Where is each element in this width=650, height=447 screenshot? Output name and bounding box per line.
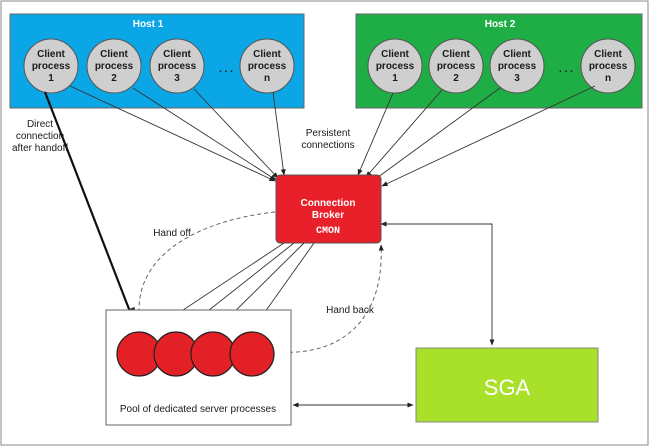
client-label-line1: Client: [37, 49, 65, 60]
client-label-line2: process: [589, 61, 628, 72]
sga-label: SGA: [484, 375, 531, 400]
host1-title: Host 1: [133, 19, 164, 30]
sga-box: [415, 347, 599, 423]
connection-broker-box: [275, 174, 382, 244]
client-label-line1: Client: [594, 49, 622, 60]
broker-label-line1: Connection: [301, 198, 356, 209]
host2-title: Host 2: [485, 19, 516, 30]
host2-ellipsis: . . .: [559, 64, 573, 75]
host1-client-3: Client process 3: [149, 38, 205, 94]
client-label-line1: Client: [163, 49, 191, 60]
client-label-line2: process: [95, 61, 134, 72]
server-process-3: [190, 331, 236, 377]
host2-client-1: Client process 1: [367, 38, 423, 94]
client-number: 2: [111, 73, 117, 84]
client-label-line2: process: [498, 61, 537, 72]
host2-client-3: Client process 3: [489, 38, 545, 94]
hand-off-label: Hand off: [153, 228, 191, 239]
direct-connection-arrow: [43, 91, 136, 324]
direct-label-line3: after handoff: [12, 143, 68, 154]
client-label-line2: process: [158, 61, 197, 72]
host1-client-2: Client process 2: [86, 38, 142, 94]
persistent-label-line1: Persistent: [306, 128, 351, 139]
client-label-line2: process: [248, 61, 287, 72]
broker-sga-arrow: [380, 221, 495, 346]
direct-label-line2: connection: [16, 131, 64, 142]
client-label-line2: process: [32, 61, 71, 72]
direct-label-line1: Direct: [27, 119, 53, 130]
client-label-line1: Client: [100, 49, 128, 60]
persistent-connection-arrows: [69, 85, 596, 187]
hand-back-arrow: [281, 244, 384, 353]
client-number: 3: [514, 73, 520, 84]
client-label-line2: process: [437, 61, 476, 72]
server-pool-label: Pool of dedicated server processes: [120, 404, 276, 415]
client-label-line1: Client: [503, 49, 531, 60]
client-label-line2: process: [376, 61, 415, 72]
client-number: 1: [392, 73, 398, 84]
client-number: n: [605, 73, 611, 84]
broker-label-line2: Broker: [312, 210, 344, 221]
host2-client-2: Client process 2: [428, 38, 484, 94]
client-number: 3: [174, 73, 180, 84]
server-process-4: [229, 331, 275, 377]
broker-label-cmon: CMON: [316, 226, 340, 237]
host2-client-n: Client process n: [580, 38, 636, 94]
host1-ellipsis: . . .: [219, 64, 233, 75]
server-processes: [116, 331, 275, 377]
client-number: n: [264, 73, 270, 84]
hand-off-arrow: [136, 211, 276, 323]
client-number: 2: [453, 73, 459, 84]
client-number: 1: [48, 73, 54, 84]
host1-client-n: Client process n: [239, 38, 295, 94]
hand-back-label: Hand back: [326, 305, 375, 316]
persistent-label-line2: connections: [301, 140, 354, 151]
client-label-line1: Client: [381, 49, 409, 60]
host1-client-1: Client process 1: [23, 38, 79, 94]
client-label-line1: Client: [253, 49, 281, 60]
client-label-line1: Client: [442, 49, 470, 60]
